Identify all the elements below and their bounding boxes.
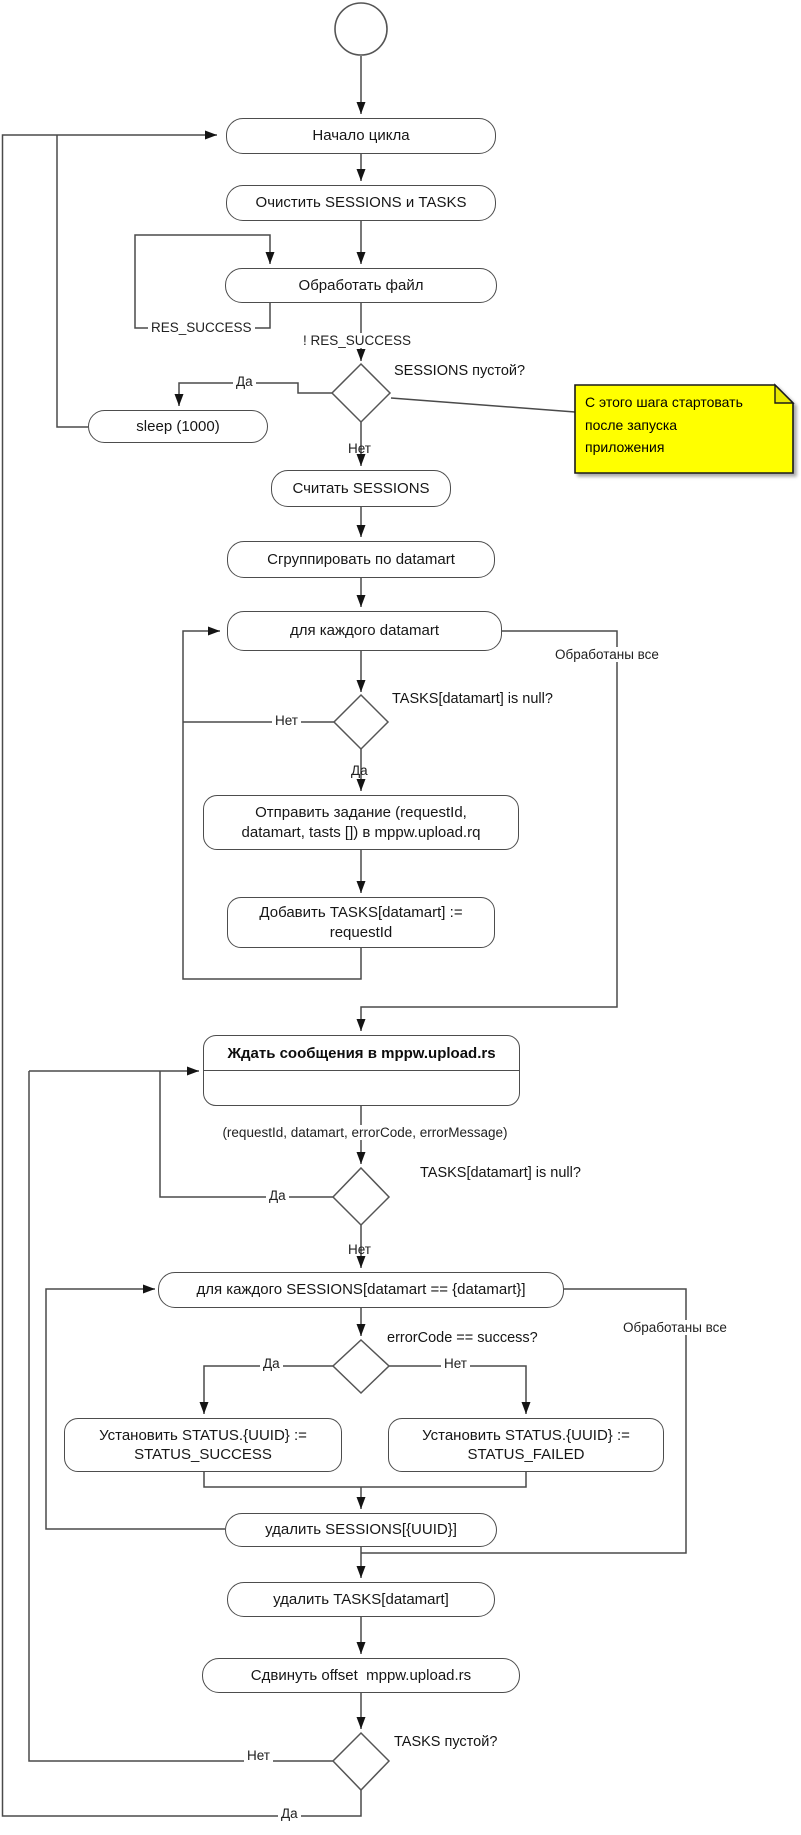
node-sleep: sleep (1000) — [88, 410, 268, 443]
node-set-status-failed: Установить STATUS.{UUID} := STATUS_FAILE… — [388, 1418, 664, 1472]
sticky-note-body — [574, 384, 794, 474]
edge-status-merge — [203, 1472, 527, 1488]
node-for-each-sessions: для каждого SESSIONS[datamart == {datama… — [158, 1272, 564, 1308]
sticky-note-text: С этого шага стартовать после запуска пр… — [585, 394, 743, 456]
edge-label-no-d5: Нет — [244, 1748, 273, 1763]
edge-foreach2-done — [361, 1288, 687, 1554]
node-loop-start: Начало цикла — [226, 118, 496, 154]
edge-d4-no — [389, 1365, 531, 1414]
question-sessions-empty: SESSIONS пустой? — [394, 363, 526, 379]
edge-d5-no — [28, 1071, 334, 1762]
edge-foreach1-done — [356, 630, 618, 1031]
node-read-sessions: Считать SESSIONS — [271, 470, 451, 507]
edge-label-res-success: RES_SUCCESS — [148, 320, 255, 335]
node-shift-offset: Сдвинуть offset mppw.upload.rs — [202, 1658, 520, 1693]
edge-label-yes-d1: Да — [233, 374, 256, 389]
node-clear-sessions-tasks: Очистить SESSIONS и TASKS — [226, 185, 496, 221]
question-tasks-empty: TASKS пустой? — [394, 1734, 498, 1750]
edge-label-no-d1: Нет — [348, 441, 371, 456]
edge-delsessions-loopback — [45, 1284, 225, 1530]
edge-label-processed-all-2: Обработаны все — [620, 1320, 730, 1335]
node-send-task: Отправить задание (requestId, datamart, … — [203, 795, 519, 850]
decision-tasks-empty-shape — [331, 1731, 391, 1792]
edge-d4-yes — [199, 1365, 334, 1414]
sticky-note-fold-icon — [774, 383, 795, 404]
node-wait-message: Ждать сообщения в mppw.upload.rs — [203, 1035, 520, 1106]
edge-label-yes-d3: Да — [266, 1188, 289, 1203]
node-group-by-datamart: Сгруппировать по datamart — [227, 541, 495, 578]
edge-note-connector — [390, 397, 576, 413]
edge-d1-yes-to-sleep — [174, 382, 332, 406]
node-set-status-success: Установить STATUS.{UUID} := STATUS_SUCCE… — [64, 1418, 342, 1472]
question-tasks-null-2: TASKS[datamart] is null? — [420, 1165, 581, 1181]
node-delete-tasks: удалить TASKS[datamart] — [227, 1582, 495, 1617]
node-process-file: Обработать файл — [225, 268, 497, 303]
node-add-task: Добавить TASKS[datamart] := requestId — [227, 897, 495, 948]
decision-sessions-empty-shape — [330, 362, 392, 424]
decision-errorcode-shape — [331, 1338, 391, 1395]
edge-label-yes-d5: Да — [278, 1806, 301, 1821]
edge-sleep-loopback — [56, 135, 88, 428]
edge-label-not-res-success: ! RES_SUCCESS — [300, 333, 415, 348]
edge-label-yes-d2: Да — [351, 763, 368, 778]
connectors — [1, 56, 687, 1817]
edge-d5-yes-restart — [1, 130, 362, 1817]
start-node — [334, 2, 388, 56]
question-errorcode: errorCode == success? — [387, 1330, 538, 1346]
edge-label-message-params: (requestId, datamart, errorCode, errorMe… — [201, 1125, 529, 1140]
sticky-note-shape — [574, 383, 795, 474]
edge-label-processed-all-1: Обработаны все — [552, 647, 662, 662]
edge-label-no-d4: Нет — [441, 1356, 470, 1371]
edge-res-success-loop — [134, 234, 275, 329]
decision-tasks-null-1-shape — [332, 693, 390, 751]
node-for-each-datamart: для каждого datamart — [227, 611, 502, 651]
edge-add-loopback — [182, 626, 362, 980]
edge-label-yes-d4: Да — [260, 1356, 283, 1371]
decision-tasks-null-2-shape — [331, 1166, 391, 1227]
node-wait-message-title: Ждать сообщения в mppw.upload.rs — [204, 1036, 519, 1071]
edge-label-no-d2: Нет — [272, 713, 301, 728]
node-delete-sessions: удалить SESSIONS[{UUID}] — [225, 1513, 497, 1547]
edge-label-no-d3: Нет — [348, 1242, 371, 1257]
question-tasks-null-1: TASKS[datamart] is null? — [392, 691, 553, 707]
